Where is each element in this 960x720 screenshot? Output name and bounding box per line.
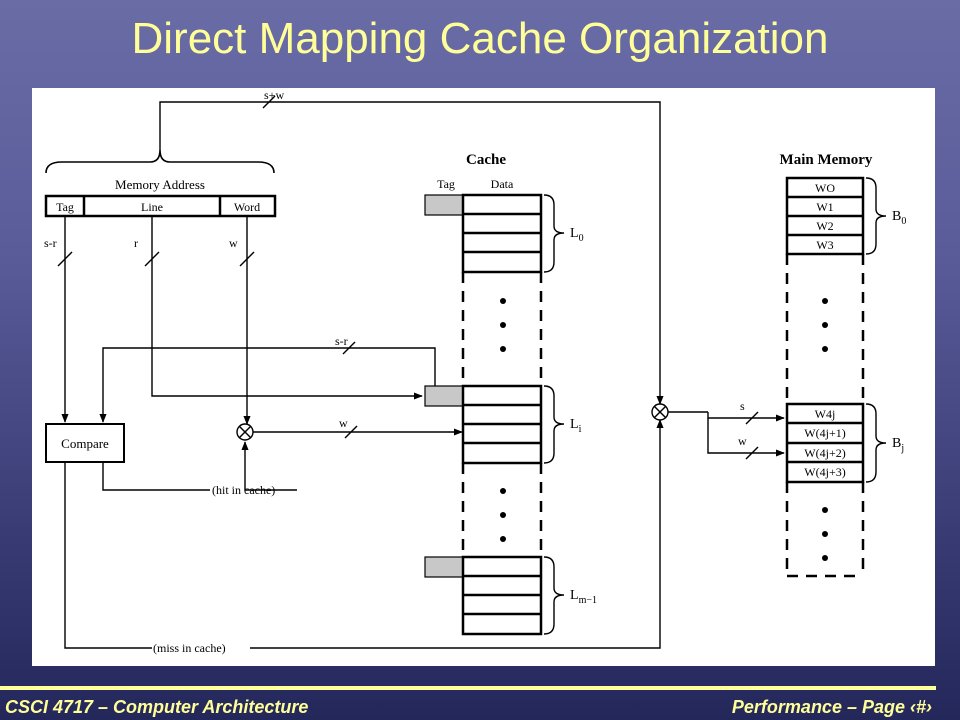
line-lm1-label: Lm−1 bbox=[570, 588, 597, 606]
cache-line-group-l0 bbox=[424, 193, 565, 274]
footer-divider bbox=[0, 686, 936, 690]
mm-word-bj-3: W(4j+3) bbox=[804, 465, 845, 479]
memory-dashes-1 bbox=[785, 254, 865, 404]
field-line: Line bbox=[141, 200, 163, 214]
bus-s-r-label: s-r bbox=[44, 236, 57, 250]
bus-w-label: w bbox=[229, 236, 238, 250]
cache-line-group-li bbox=[424, 384, 565, 465]
cache-diagram: s+w Memory Address Tag Line Word s-r r w… bbox=[44, 88, 906, 655]
block-bj-label: Bj bbox=[892, 436, 904, 454]
diagram-panel: s+w Memory Address Tag Line Word s-r r w… bbox=[32, 88, 935, 666]
mm-word-b0-0: WO bbox=[815, 181, 835, 195]
mm-word-bj-2: W(4j+2) bbox=[804, 446, 845, 460]
hit-line bbox=[102, 441, 297, 491]
address-register bbox=[44, 194, 277, 218]
mm-word-b0-3: W3 bbox=[816, 238, 833, 252]
field-word: Word bbox=[234, 200, 260, 214]
bus-s-right-label: s bbox=[740, 399, 745, 413]
cache-dots-2 bbox=[500, 488, 506, 542]
cache-dots-1 bbox=[500, 298, 506, 352]
bus-w-right-label: w bbox=[738, 434, 747, 448]
compare-label: Compare bbox=[61, 436, 109, 451]
cache-tag-header: Tag bbox=[437, 177, 455, 191]
top-bus-label: s+w bbox=[264, 88, 284, 102]
compare-box bbox=[45, 423, 125, 463]
miss-line bbox=[64, 419, 664, 649]
bus-s-r-mid-label: s-r bbox=[335, 334, 348, 348]
line-l0-label: L0 bbox=[570, 226, 584, 244]
main-memory-title: Main Memory bbox=[780, 152, 873, 168]
memory-address-label: Memory Address bbox=[115, 177, 205, 192]
cache-line-group-lm1 bbox=[424, 555, 565, 636]
cache-title: Cache bbox=[466, 152, 506, 168]
miss-label: (miss in cache) bbox=[153, 641, 226, 655]
field-tag: Tag bbox=[56, 200, 74, 214]
cache-dashes-1 bbox=[461, 272, 543, 386]
tag-compare-bus bbox=[99, 341, 436, 423]
mm-word-bj-0: W4j bbox=[815, 407, 836, 421]
hit-label: (hit in cache) bbox=[212, 483, 275, 497]
mm-word-bj-1: W(4j+1) bbox=[804, 426, 845, 440]
mm-word-b0-1: W1 bbox=[816, 200, 833, 214]
mm-word-b0-2: W2 bbox=[816, 219, 833, 233]
footer-course: CSCI 4717 – Computer Architecture bbox=[5, 697, 309, 717]
bus-r-label: r bbox=[134, 236, 138, 250]
memory-dots-1 bbox=[822, 298, 828, 352]
slide-title: Direct Mapping Cache Organization bbox=[131, 14, 829, 63]
memory-dashes-2 bbox=[785, 482, 865, 578]
cache-dashes-2 bbox=[461, 463, 543, 557]
footer-page: Performance – Page ‹#› bbox=[731, 697, 932, 717]
block-b0-label: B0 bbox=[892, 209, 906, 227]
top-address-bus bbox=[159, 95, 664, 405]
address-field-buses bbox=[57, 216, 423, 425]
cache-data-header: Data bbox=[491, 177, 514, 191]
memory-mux bbox=[651, 403, 785, 460]
line-li-label: Li bbox=[570, 417, 582, 435]
bus-w-mid-label: w bbox=[339, 416, 348, 430]
memory-block-bj bbox=[785, 402, 887, 484]
memory-block-b0 bbox=[785, 176, 887, 256]
word-select-mux bbox=[236, 423, 463, 441]
memory-dots-2 bbox=[822, 507, 828, 561]
address-brace bbox=[45, 149, 275, 174]
